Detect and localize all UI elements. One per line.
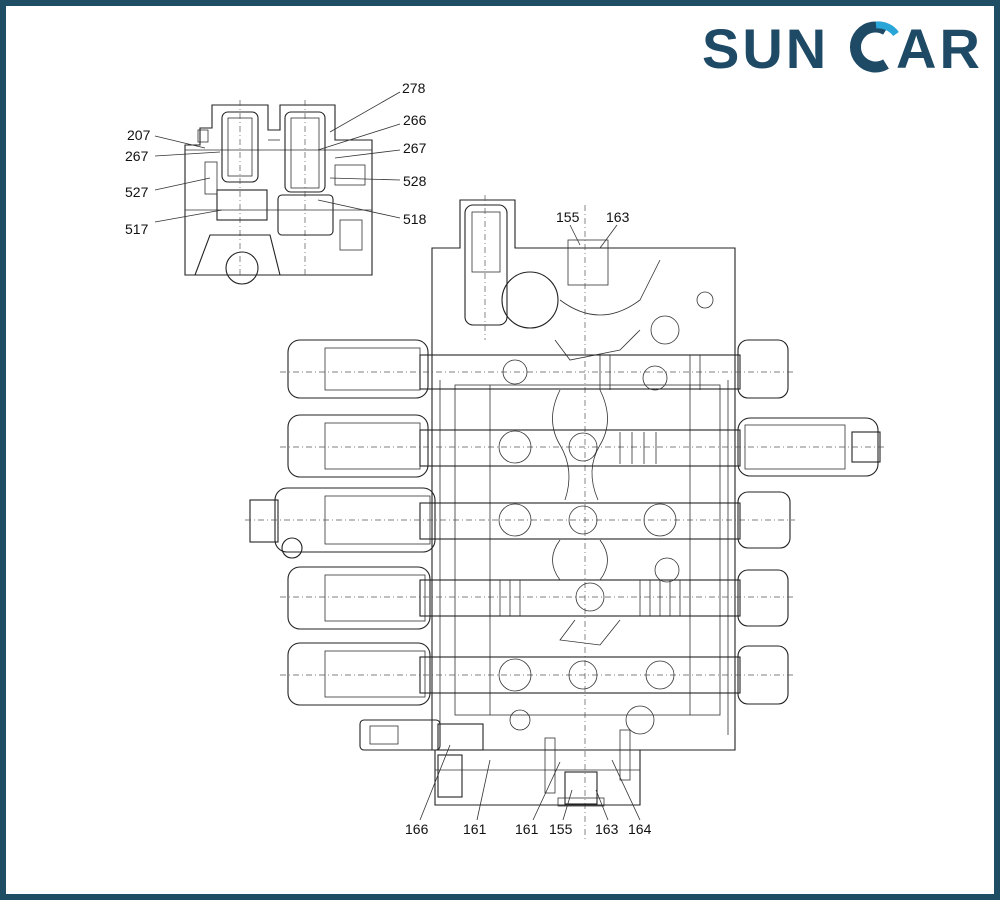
logo-c-icon <box>850 21 899 73</box>
callout-163-bottom: 163 <box>595 821 619 837</box>
callout-266: 266 <box>403 112 427 128</box>
callout-161-right: 161 <box>515 821 539 837</box>
callout-528: 528 <box>403 173 427 189</box>
callout-518: 518 <box>403 211 427 227</box>
callout-527: 527 <box>125 184 149 200</box>
callout-161-left: 161 <box>463 821 487 837</box>
logo-text-sun: SUN <box>702 17 829 78</box>
callout-166: 166 <box>405 821 429 837</box>
callout-164: 164 <box>628 821 652 837</box>
callout-278: 278 <box>402 80 426 96</box>
inset-leaders <box>154 91 401 223</box>
main-leaders <box>419 224 641 821</box>
callout-267-right: 267 <box>403 140 427 156</box>
main-valve-body <box>245 195 885 840</box>
callout-267-left: 267 <box>125 148 149 164</box>
callout-207: 207 <box>127 127 151 143</box>
logo-text-ar: AR <box>896 17 983 78</box>
callout-155-bottom: 155 <box>549 821 573 837</box>
callout-155-top: 155 <box>556 209 580 225</box>
inset-detail <box>184 100 373 285</box>
callout-163-top: 163 <box>606 209 630 225</box>
suncar-logo: SUN AR <box>702 17 983 78</box>
callout-517: 517 <box>125 221 149 237</box>
